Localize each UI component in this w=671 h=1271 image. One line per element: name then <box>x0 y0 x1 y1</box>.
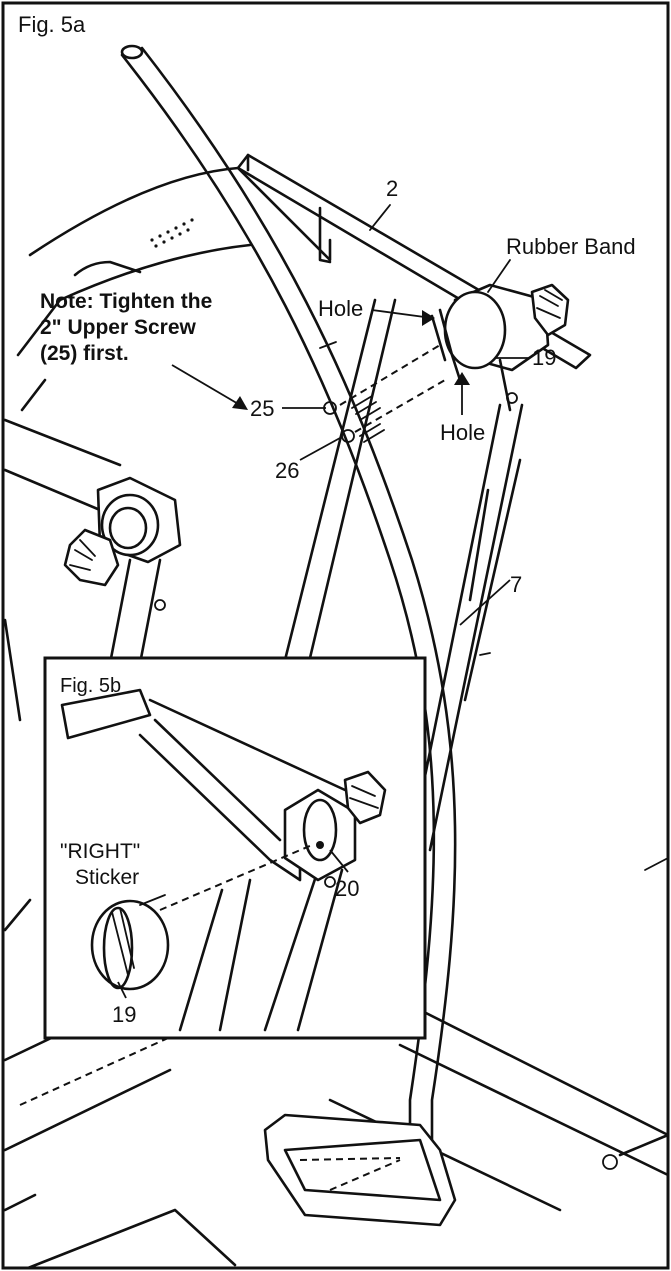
figure-5a-title: Fig. 5a <box>18 12 86 37</box>
figure-5b-title: Fig. 5b <box>60 675 121 697</box>
label-inset-part-19: 19 <box>112 1002 136 1027</box>
label-part-25: 25 <box>250 396 274 421</box>
label-part-19: 19 <box>532 345 556 370</box>
note-line-3: (25) first. <box>40 342 129 365</box>
note-line-2: 2" Upper Screw <box>40 316 197 339</box>
vent-dots <box>150 218 194 248</box>
note-line-1: Note: Tighten the <box>40 290 212 313</box>
screws <box>339 344 446 443</box>
label-part-7: 7 <box>510 572 522 597</box>
handrail-tube <box>120 44 457 1227</box>
label-right-sticker-1: "RIGHT" <box>60 840 140 863</box>
treadmill-frame <box>3 153 670 1270</box>
label-rubber-band: Rubber Band <box>506 234 636 259</box>
label-right-sticker-2: Sticker <box>75 866 139 889</box>
label-part-26: 26 <box>275 458 299 483</box>
label-part-2: 2 <box>386 176 398 201</box>
label-hole-lower: Hole <box>440 420 485 445</box>
inset-figure-5b <box>43 656 427 1040</box>
label-hole-upper: Hole <box>318 296 363 321</box>
leader-lines <box>117 204 530 999</box>
label-part-20: 20 <box>335 876 359 901</box>
